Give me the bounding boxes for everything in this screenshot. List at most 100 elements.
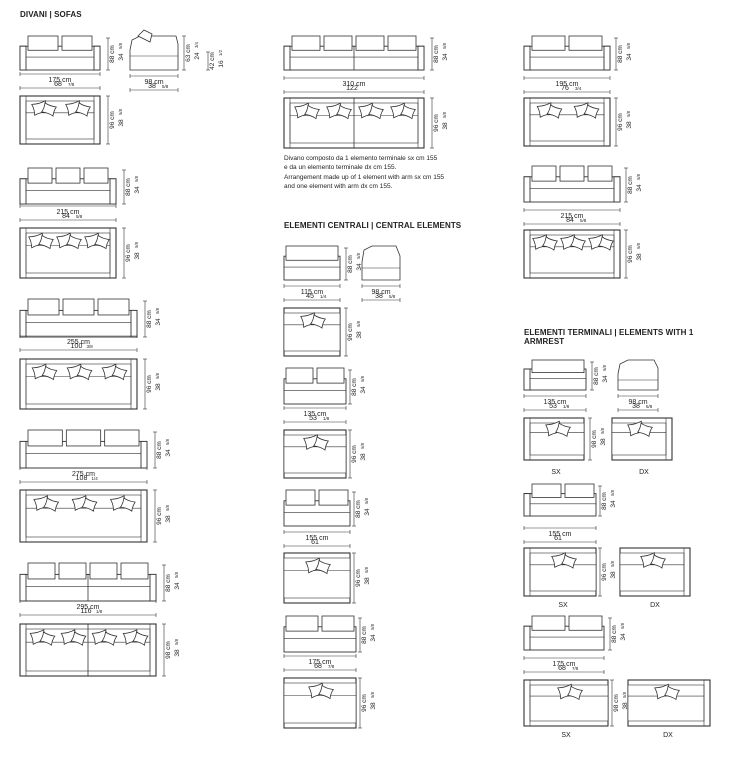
sofa-215b-depth-cm: 96 cm	[627, 245, 634, 263]
sofa-5-width-label: 295 cm	[77, 604, 100, 611]
arrangement-note: Divano composto da 1 elemento terminale …	[284, 154, 444, 191]
sofa-3-plan-cushion-shape	[76, 365, 93, 381]
sofa-195-front-back-cushion	[568, 35, 603, 51]
terminal-175-front-back-cushion	[531, 615, 566, 631]
sofa-310-height-cm: 88 cm	[433, 45, 440, 63]
sofa-3-depth-fraction: 5/8	[155, 372, 160, 378]
central-side-depth-label: 98 cm	[371, 289, 390, 296]
sofa-1-height-inches: 34	[118, 53, 125, 61]
sofa-195-front-back-cushion	[531, 35, 566, 51]
sofa-4-plan-cushion	[81, 497, 98, 512]
central-4-width-label: 175 cm	[309, 659, 332, 666]
terminal-155-dx-label: DX	[650, 602, 660, 609]
terminal-175-plan-dx-cushion	[664, 685, 680, 701]
sofa-5-plan-cushion	[70, 631, 87, 646]
note-it-line2: e da un elemento terminale dx cm 155.	[284, 164, 397, 171]
terminal-135-width-label: 135 cm	[544, 399, 567, 406]
central-4-depth-inches: 38	[370, 702, 377, 710]
central-3-height-fraction: 5/8	[364, 497, 369, 503]
sofa-310-front-arm-right	[417, 45, 425, 71]
terminal-175-depth-fraction: 5/8	[622, 691, 627, 697]
terminal-135-dx-label: DX	[639, 469, 649, 476]
sofa-310-depth-cm: 96 cm	[433, 114, 440, 132]
terminal-175-height-cm: 88 cm	[611, 625, 618, 643]
central-4-front-back-cushion	[285, 615, 319, 632]
terminal-135-depth-inches: 38	[600, 438, 607, 446]
terminal-135-width-in-fraction: 1/8	[563, 404, 570, 409]
side-profile-seat-height-inches: 16	[218, 60, 225, 68]
sofa-310-plan-cushion	[336, 104, 352, 120]
sofa-4-plan-cushion	[43, 497, 60, 512]
sofa-310-plan-cushion-shape	[368, 104, 384, 120]
sofa-2-depth-inches: 38	[134, 252, 141, 260]
central-2-front-back-cushion	[285, 367, 314, 384]
sofa-215b-height-cm: 88 cm	[627, 176, 634, 194]
central-3-front-back-cushion	[285, 489, 316, 506]
sofa-2-height-fraction: 5/8	[134, 175, 139, 181]
terminal-175-depth-inches: 38	[622, 702, 629, 710]
central-115-width-label: 115 cm	[301, 289, 324, 296]
sofa-310-width-label: 310 cm	[343, 81, 366, 88]
central-4-width-in-inches: 68	[314, 663, 322, 670]
sofa-195-plan-cushion-shape	[583, 104, 600, 119]
sofa-2-width-in-inches: 84	[62, 213, 70, 220]
sofa-5-plan-cushion-shape	[39, 631, 56, 646]
terminal-155-sx-label: SX	[558, 602, 568, 609]
sofa-1-depth-fraction: 5/8	[118, 108, 123, 114]
sofa-215b-plan-cushion	[542, 236, 558, 251]
sofa-215b-front-back-cushion	[531, 165, 557, 182]
sofa-5-plan-cushion	[39, 631, 56, 646]
sofa-4-plan-cushion	[119, 497, 136, 512]
central-2-depth-cm: 96 cm	[351, 445, 358, 463]
terminal-135-sx-label: SX	[551, 469, 561, 476]
sofa-2-width-label: 215 cm	[57, 209, 80, 216]
terminal-175-plan-sx-cushion	[567, 685, 583, 701]
sofa-195-plan-cushion	[583, 104, 600, 119]
sofa-5-front-back-cushion	[120, 562, 149, 580]
central-3-width-in-inches: 61	[311, 539, 319, 546]
sofa-3-front-arm-left	[19, 309, 27, 338]
central-115-height-fraction: 5/8	[356, 252, 361, 258]
side-profile-outline	[129, 35, 179, 71]
terminal-155-front-back-cushion	[531, 483, 562, 498]
terminal-135-plan-sx-cushion-shape	[555, 422, 571, 438]
terminal-155-plan-sx-cushion	[561, 554, 577, 569]
sofa-3-front-arm-right	[130, 309, 138, 338]
terminal-135-front-back-cushion	[531, 359, 585, 374]
sofa-215b-front-arm-left	[523, 176, 531, 203]
central-4-width-in-fraction: 7/8	[328, 664, 335, 669]
terminal-135-plan-dx-cushion	[637, 422, 653, 438]
central-4-height-fraction: 5/8	[370, 623, 375, 629]
sofa-1-plan-cushion	[41, 102, 57, 117]
sofa-195-height-cm: 88 cm	[617, 45, 624, 63]
central-115-depth-cm: 96 cm	[347, 323, 354, 341]
sofa-4-width-in-fraction: 1/4	[92, 476, 99, 481]
terminal-155-depth-fraction: 5/8	[610, 560, 615, 566]
central-115-width-in-inches: 45	[306, 293, 314, 300]
central-115-plan-cushion-shape	[310, 314, 326, 329]
sofa-4-width-in-inches: 108	[76, 475, 88, 482]
sofa-310-height-inches: 34	[442, 53, 449, 61]
sofa-5-plan-cushion-shape	[70, 631, 87, 646]
sofa-1-width-label: 175 cm	[49, 77, 72, 84]
terminal-155-plan-dx-cushion	[650, 554, 666, 569]
sofa-2-front-back-cushion	[27, 167, 53, 184]
sofa-3-height-inches: 34	[155, 318, 162, 326]
central-4-plan-cushion-shape	[318, 684, 334, 700]
side-profile-height-fraction: 3/4	[194, 41, 199, 47]
central-4-height-inches: 34	[370, 634, 377, 642]
sofa-5-width-in-inches: 116	[80, 608, 91, 615]
terminal-155-height-cm: 88 cm	[601, 492, 608, 510]
terminal-175-plan-sx-cushion-shape	[567, 685, 583, 701]
sofa-4-front-back-cushion	[65, 429, 102, 447]
central-2-width-in-inches: 53	[309, 415, 317, 422]
sofa-215b-plan-cushion	[598, 236, 614, 251]
central-3-height-cm: 88 cm	[355, 500, 362, 518]
central-3-plan-cushion	[315, 559, 331, 575]
sofa-2-plan-cushion-shape	[66, 234, 82, 250]
sofa-1-depth-cm: 96 cm	[109, 111, 116, 129]
sofa-2-plan-cushion-shape	[94, 234, 110, 250]
sofa-3-plan-cushion-shape	[41, 365, 58, 381]
sofa-4-plan-cushion-shape	[81, 497, 98, 512]
sofa-3-width-label: 255 cm	[67, 339, 90, 346]
